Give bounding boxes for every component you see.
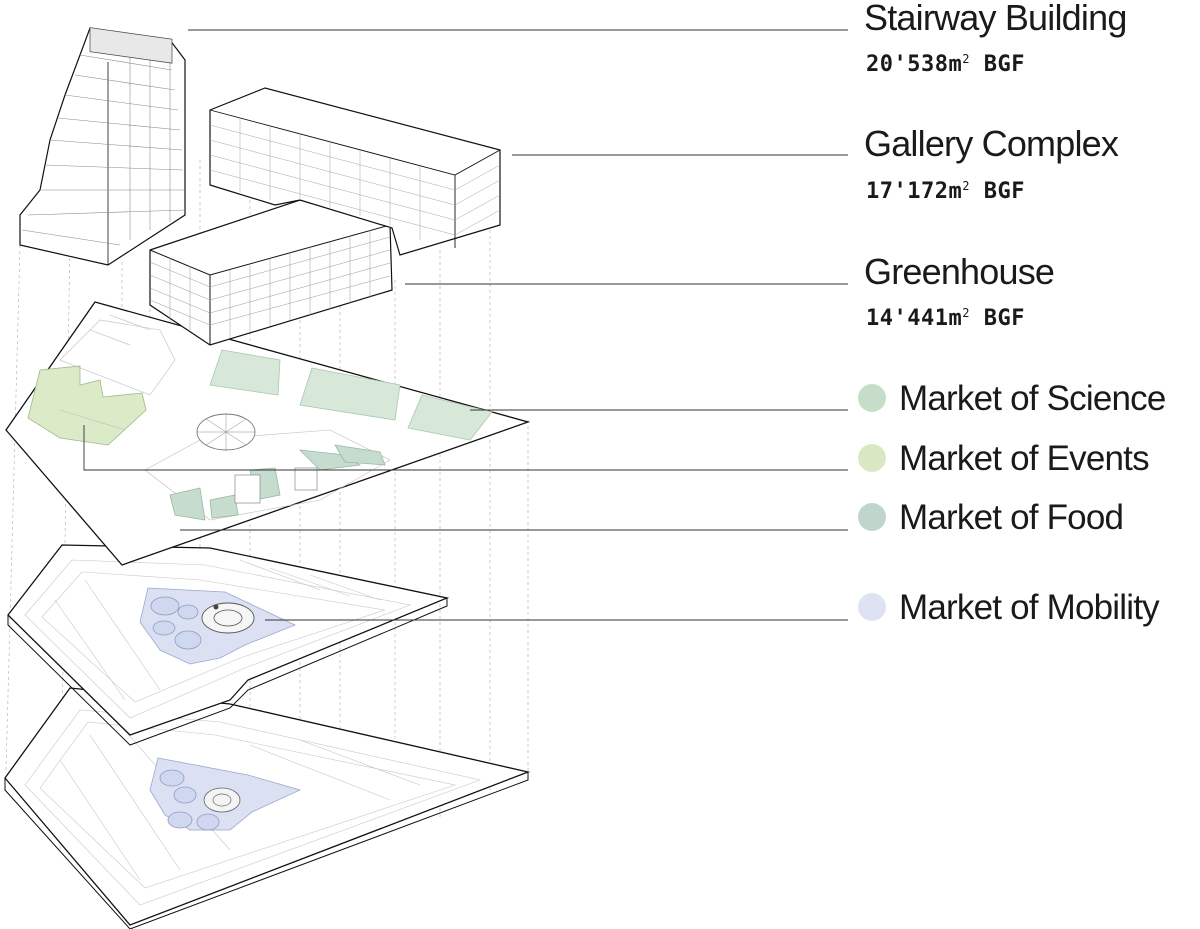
gallery-complex-area: 17'172m2 BGF bbox=[866, 179, 1025, 204]
gallery-complex-building bbox=[209, 87, 501, 256]
leader-lines bbox=[83, 29, 848, 621]
legend-item-market-of-food: Market of Food bbox=[858, 497, 1124, 537]
stairway-building-area: 20'538m2 BGF bbox=[866, 52, 1025, 77]
legend-item-market-of-events: Market of Events bbox=[858, 438, 1150, 478]
stairway-building-name: Stairway Building bbox=[864, 0, 1127, 38]
greenhouse-building bbox=[149, 199, 393, 346]
market-of-science-zones bbox=[209, 349, 493, 441]
legend-swatch bbox=[858, 384, 886, 412]
stairway-building bbox=[19, 27, 186, 266]
bottom-slab bbox=[4, 687, 531, 929]
legend-item-market-of-science: Market of Science bbox=[858, 378, 1166, 418]
legend-item-market-of-mobility: Market of Mobility bbox=[858, 587, 1160, 627]
gallery-complex-name: Gallery Complex bbox=[864, 123, 1119, 164]
legend-swatch bbox=[858, 503, 886, 531]
greenhouse-area: 14'441m2 BGF bbox=[866, 306, 1025, 331]
market-of-events-zone bbox=[27, 365, 147, 446]
legend-swatch bbox=[858, 593, 886, 621]
ground-floor-slab bbox=[5, 301, 531, 566]
middle-slab bbox=[7, 544, 450, 746]
greenhouse-name: Greenhouse bbox=[864, 251, 1055, 292]
legend-swatch bbox=[858, 444, 886, 472]
